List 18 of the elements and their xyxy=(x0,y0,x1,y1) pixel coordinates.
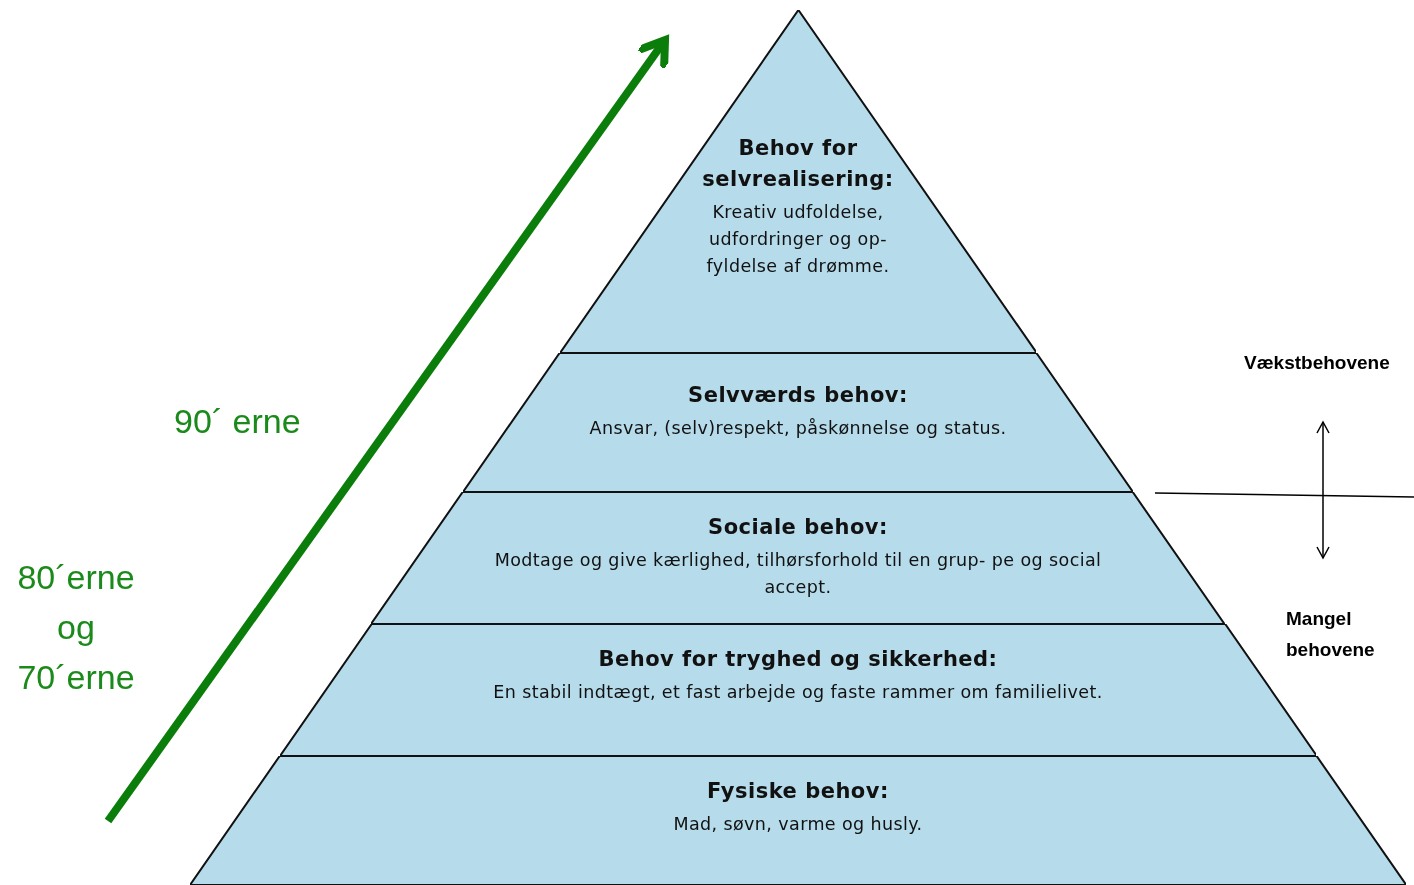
decade-label: 80´erne og 70´erne xyxy=(16,557,136,698)
pyramid-level xyxy=(189,756,1407,885)
pyramid-level xyxy=(371,492,1225,624)
pyramid-level xyxy=(559,10,1037,353)
level-heading: Behov for tryghed og sikkerhed: xyxy=(597,646,999,673)
decade-label: 90´ erne xyxy=(174,402,302,441)
level-description: En stabil indtægt, et fast arbejde og faste rammer om familielivet. xyxy=(492,681,1104,704)
level-heading: Behov for selvrealisering: xyxy=(701,135,895,193)
side-label: Vækstbehovene xyxy=(1244,352,1391,374)
level-description: Ansvar, (selv)respekt, påskønnelse og status. xyxy=(588,417,1008,440)
pyramid-level xyxy=(463,353,1133,492)
level-heading: Fysiske behov: xyxy=(706,778,890,805)
level-description: Modtage og give kærlighed, tilhørsforhold til en grup- pe og social accept. xyxy=(493,549,1103,599)
side-label: Mangel behovene xyxy=(1286,607,1376,662)
level-description: Mad, søvn, varme og husly. xyxy=(672,813,924,836)
level-description: Kreativ udfoldelse, udfordringer og op- fyldelse af drømme. xyxy=(705,201,891,278)
level-heading: Selvværds behov: xyxy=(687,382,909,409)
level-heading: Sociale behov: xyxy=(707,514,889,541)
